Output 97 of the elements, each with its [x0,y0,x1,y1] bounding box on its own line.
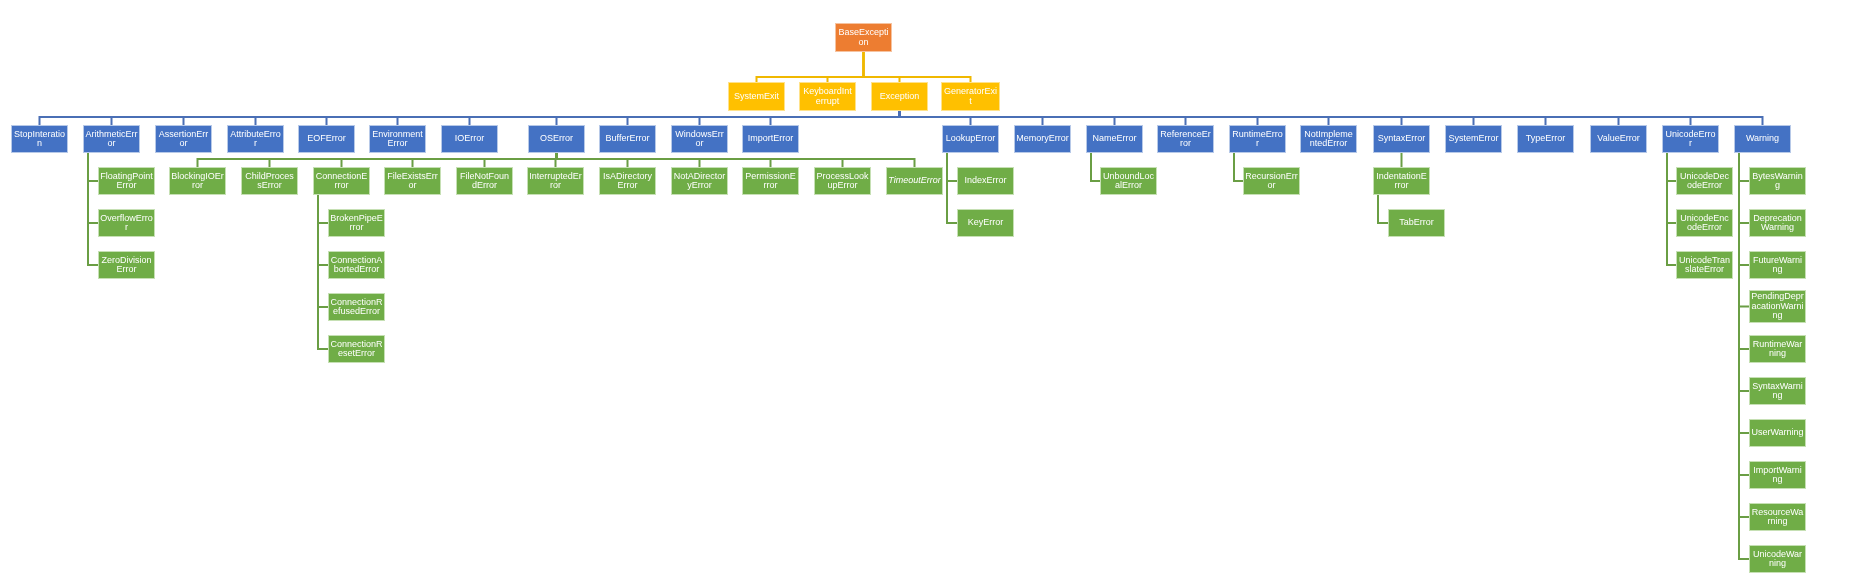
class-name: MemoryError [1016,134,1069,144]
class-name: ConnectionRefusedError [330,297,383,317]
exception-class-box [957,167,1014,195]
class-name: StopInteration [13,129,66,149]
connector-line [946,152,958,224]
class-name: UnicodeTranslateError [1678,255,1731,275]
exception-class-box [1734,125,1791,153]
class-name: ImportWarning [1752,465,1803,485]
class-name: RecursionError [1245,171,1298,191]
class-name: KeyboardInterrupt [802,87,853,106]
connector-line [862,51,972,83]
class-name: ConnectionResetError [330,339,383,359]
class-name: PendingDepracationWarning [1751,292,1804,321]
class-name: IOError [454,134,485,144]
exception-class-box [528,125,585,153]
class-name: AssertionError [157,129,210,149]
class-name: ZeroDivisionError [100,255,153,275]
class-name: BrokenPipeError [330,213,383,233]
exception-class-box [1086,125,1143,153]
class-name: IndexError [964,176,1007,186]
class-name: BaseException [837,28,890,47]
exception-class-box [1373,125,1430,153]
class-name: ValueError [1597,134,1640,144]
class-name: RuntimeWarning [1751,339,1804,359]
connector-line [1400,152,1403,168]
class-name: NameError [1092,134,1137,144]
class-name: PermissionError [744,171,797,191]
class-name: UserWarning [1751,428,1804,438]
class-name: NotADirectoryError [673,171,726,191]
class-name: NotImplementedError [1303,129,1354,149]
exception-class-box [599,125,656,153]
class-name: UnboundLocalError [1102,171,1155,191]
class-name: ReferenceError [1159,129,1212,149]
class-name: ResourceWarning [1751,507,1804,527]
exception-class-box [871,82,928,111]
exception-class-box [799,82,856,111]
class-name: FileNotFoundError [459,171,510,191]
exception-class-box [941,82,1000,111]
connector-line [1377,194,1389,224]
connector-line [317,194,329,350]
exception-class-box [298,125,355,153]
class-name: FloatingPointError [100,171,153,191]
class-name: Exception [879,91,920,102]
exception-class-box [957,209,1014,237]
class-name: InterruptedError [529,171,582,191]
class-name: BufferError [605,134,650,144]
class-name: TypeError [1525,134,1566,144]
exception-class-box [1590,125,1647,153]
class-name: ProcessLookupError [816,171,869,191]
class-name: ImportError [747,134,794,144]
class-name: SyntaxWarning [1751,381,1804,401]
class-name: Warning [1745,134,1780,144]
class-name: ChildProcessError [244,171,295,191]
class-name: IsADirectoryError [602,171,653,191]
exception-class-box [942,125,999,153]
class-name: ConnectionError [315,171,368,191]
class-name: FileExistsError [386,171,439,191]
exception-class-box [1014,125,1071,153]
exception-class-box [1749,419,1806,447]
exception-class-box [1445,125,1502,153]
class-name: UnicodeDecodeError [1679,171,1730,191]
connector-line [1666,152,1677,266]
exception-class-box [441,125,498,153]
class-name: OverflowError [100,213,153,233]
class-name: IndentationError [1375,171,1428,191]
connector-line [1090,152,1101,182]
class-name: SyntaxError [1377,134,1426,144]
class-name: WindowsError [674,129,725,149]
exception-class-box [886,167,943,195]
class-name: TimeoutError [888,176,941,186]
class-name: ArithmeticError [85,129,138,149]
class-name: AttributeError [229,129,282,149]
class-name: RuntimeError [1231,129,1284,149]
class-name: FutureWarning [1751,255,1804,275]
class-name: EnvironmentError [371,129,424,149]
class-name: SystemExit [734,91,779,102]
class-name: SystemError [1448,134,1499,144]
class-name: GeneratorExit [943,87,998,106]
class-name: LookupError [945,134,996,144]
connector-line [87,152,99,266]
class-name: OSError [540,134,573,144]
class-name: DeprecationWarning [1752,213,1803,233]
exception-class-box [728,82,785,111]
class-name: KeyError [967,218,1004,228]
class-name: UnicodeWarning [1751,549,1804,569]
class-name: TabError [1399,218,1434,228]
class-name: EOFError [307,134,346,144]
exception-class-box [1388,209,1445,237]
class-name: ConnectionAbortedError [330,255,383,275]
class-name: BlockingIOError [171,171,224,191]
class-name: UnicodeError [1664,129,1717,149]
connector-line [1233,152,1244,182]
exception-class-box [1517,125,1574,153]
class-name: UnicodeEncodeError [1679,213,1730,233]
class-name: BytesWarning [1751,171,1804,191]
exception-class-box [835,23,892,52]
exception-class-box [742,125,799,153]
